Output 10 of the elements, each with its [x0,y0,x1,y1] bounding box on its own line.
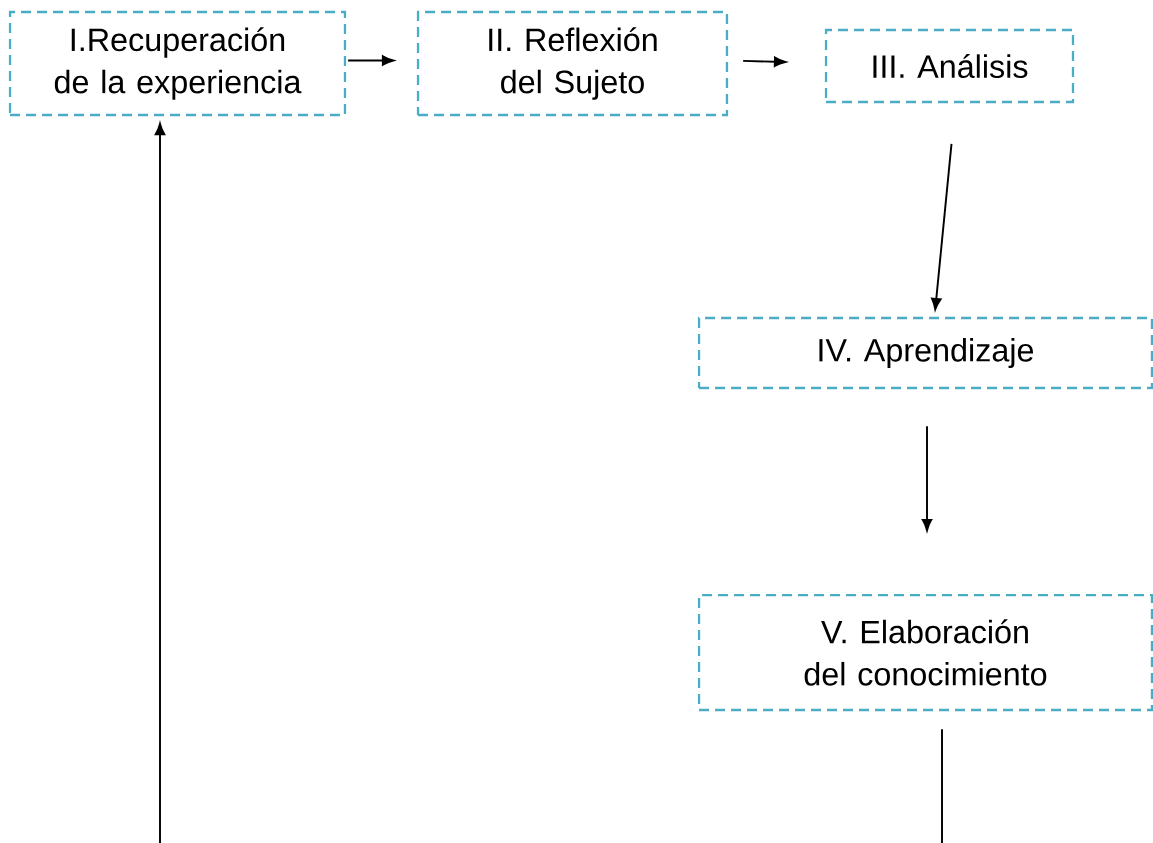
arrow [347,55,395,66]
arrow [154,122,166,843]
process-box: I.Recuperación de la experiencia [8,10,347,117]
arrow [921,425,933,532]
process-box: V. Elaboración del conocimiento [697,593,1153,712]
process-box: IV. Aprendizaje [697,316,1153,390]
arrow [742,56,787,67]
arrow [931,142,953,311]
process-box: II. Reflexión del Sujeto [416,10,729,117]
process-box: III. Análisis [824,28,1075,104]
